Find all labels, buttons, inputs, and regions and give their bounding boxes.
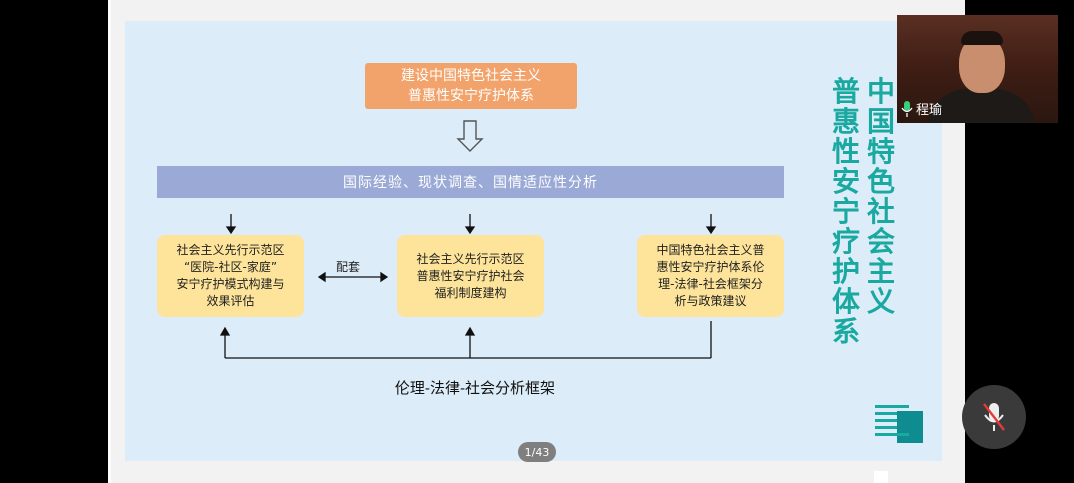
slide: 建设中国特色社会主义 普惠性安宁疗护体系 国际经验、现状调查、国情适应性分析 社… (125, 21, 942, 461)
card-model-building: 社会主义先行示范区 “医院-社区-家庭” 安宁疗护模式构建与 效果评估 (157, 235, 304, 317)
double-arrow (317, 271, 389, 283)
feedback-bracket (219, 321, 712, 359)
mute-toggle-button[interactable] (962, 385, 1026, 449)
card-policy-framework: 中国特色社会主义普 惠性安宁疗护体系伦 理-法律-社会框架分 析与政策建议 (637, 235, 784, 317)
card-welfare-system: 社会主义先行示范区 普惠性安宁疗护社会 福利制度建构 (397, 235, 544, 317)
mic-icon (901, 100, 913, 117)
vertical-title-line1: 中国 特色 社会 主义 (867, 75, 896, 318)
participant-name: 程瑜 (916, 103, 943, 118)
analysis-band: 国际经验、现状调查、国情适应性分析 (157, 166, 784, 198)
framework-caption: 伦理-法律-社会分析框架 (394, 379, 556, 397)
participant-hair (961, 31, 1003, 45)
mic-muted-icon (983, 403, 1005, 431)
page-counter: 1/43 (518, 442, 556, 462)
diagram-connectors (219, 120, 717, 359)
participant-video[interactable]: 程瑜 (897, 15, 1058, 123)
decorative-stripes-icon (875, 405, 923, 443)
hollow-down-arrow (456, 120, 484, 152)
participant-name-tag: 程瑜 (901, 99, 942, 118)
vertical-title-line2: 普惠 性安 宁疗 护体 系 (832, 75, 861, 348)
participant-body (927, 89, 1035, 123)
pairing-label: 配套 (336, 260, 361, 274)
corner-indicator (874, 471, 888, 483)
frame-edge (108, 0, 111, 483)
goal-box: 建设中国特色社会主义 普惠性安宁疗护体系 (365, 63, 577, 109)
